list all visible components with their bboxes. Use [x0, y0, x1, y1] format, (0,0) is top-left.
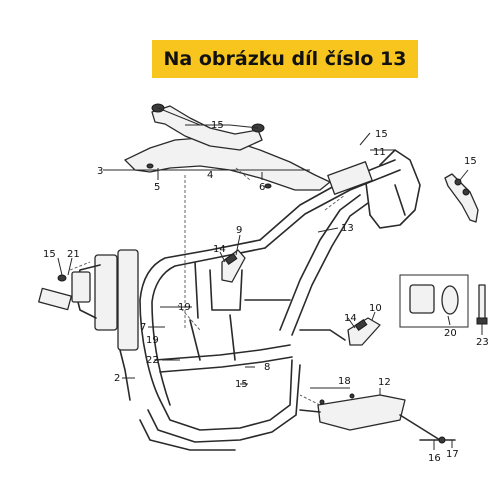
callout-15-top: 15 [211, 120, 224, 131]
part-12-18 [299, 393, 441, 441]
callout-3: 3 [97, 166, 103, 177]
callout-22: 22 [146, 355, 159, 366]
callout-15-top-right: 15 [375, 129, 388, 140]
callout-15-far-right: 15 [464, 156, 477, 167]
part-number-banner: Na obrázku díl číslo 13 [152, 40, 418, 78]
callout-17: 17 [446, 449, 459, 460]
top-bracket [124, 103, 331, 191]
callout-20: 20 [444, 328, 457, 339]
leader-lines [69, 167, 346, 406]
callout-7: 7 [140, 322, 146, 333]
part-20 [399, 274, 469, 328]
callout-15-left: 15 [43, 249, 56, 260]
part-23 [476, 284, 488, 325]
callout-21: 21 [67, 249, 80, 260]
callout-23: 23 [476, 337, 489, 348]
part-9-14 [221, 249, 246, 283]
callout-14-right: 14 [344, 313, 357, 324]
part-10-14 [347, 317, 381, 346]
callout-9: 9 [236, 225, 242, 236]
callout-15-bottom: 15 [235, 379, 248, 390]
callout-4: 4 [207, 170, 213, 181]
callout-2: 2 [114, 373, 120, 384]
callout-11: 11 [373, 147, 386, 158]
callout-18: 18 [338, 376, 351, 387]
main-frame [139, 149, 421, 451]
callout-lines [57, 107, 483, 450]
part-16-17 [419, 436, 456, 444]
headstock [38, 249, 139, 401]
callout-19-lower: 19 [146, 335, 159, 346]
callout-8: 8 [264, 362, 270, 373]
callout-12: 12 [378, 377, 391, 388]
callout-10: 10 [369, 303, 382, 314]
banner-text: Na obrázku díl číslo 13 [163, 48, 407, 70]
callout-16: 16 [428, 453, 441, 464]
callout-14-left: 14 [213, 244, 226, 255]
callout-6: 6 [259, 182, 265, 193]
callout-labels: 15 11 15 3 4 5 6 9 13 14 21 15 19 7 19 2… [43, 120, 489, 464]
callout-19: 19 [178, 302, 191, 313]
callout-13: 13 [341, 223, 354, 234]
rear-part-15 [444, 173, 479, 223]
callout-5: 5 [154, 182, 160, 193]
